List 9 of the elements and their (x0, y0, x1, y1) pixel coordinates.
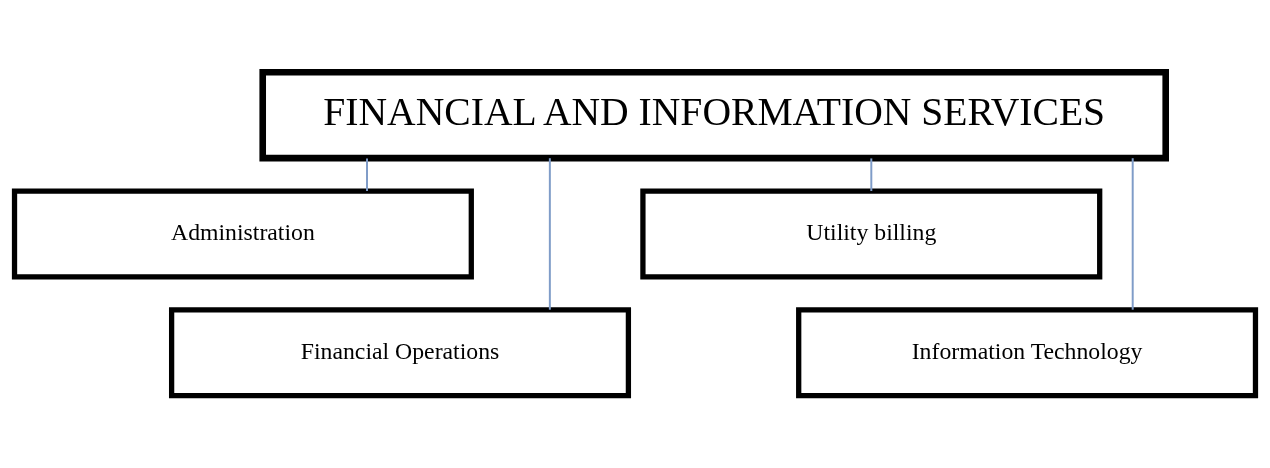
node-box: Utility billing (640, 188, 1103, 280)
node-box: FINANCIAL AND INFORMATION SERVICES (259, 69, 1169, 162)
node-box: Information Technology (796, 307, 1259, 399)
connector (548, 157, 551, 311)
node-box: Financial Operations (169, 307, 632, 399)
node-box: Administration (11, 188, 474, 280)
connector (366, 157, 368, 192)
connector (870, 157, 873, 192)
connector (1131, 157, 1134, 311)
